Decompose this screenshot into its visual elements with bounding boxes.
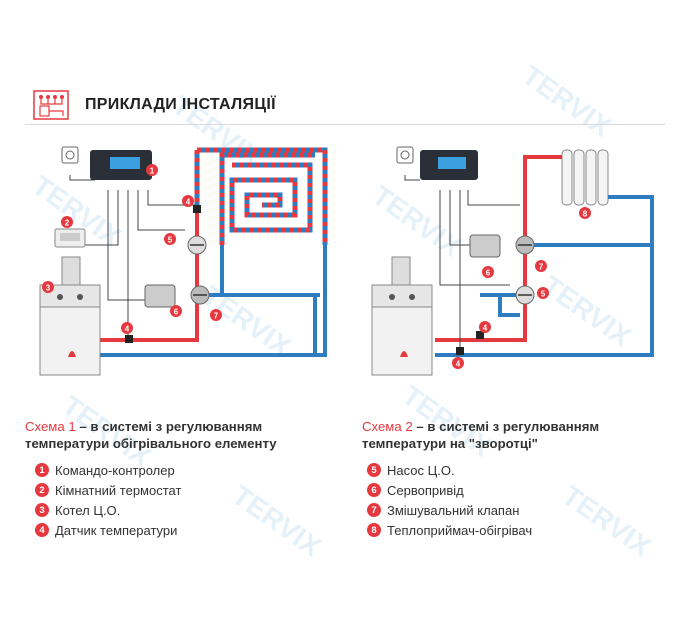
marker-8-label: 8 — [583, 210, 588, 219]
marker-4-top: 4 — [182, 195, 194, 207]
legend-number: 8 — [367, 523, 381, 537]
boiler — [371, 256, 433, 376]
temperature-sensor — [476, 331, 484, 339]
scheme-1-caption: Схема 1 – в системі з регулюванням темпе… — [25, 418, 277, 452]
marker-1-label: 1 — [150, 167, 155, 176]
circulation-pump — [187, 235, 207, 255]
marker-7: 7 — [210, 309, 222, 321]
scheme-1-caption-line2: температури обігрівального елементу — [25, 436, 277, 451]
legend-item: 2 Кімнатний термостат — [35, 480, 181, 500]
power-socket — [61, 146, 79, 164]
scheme-1-caption-line1: Схема 1 – в системі з регулюванням — [25, 418, 277, 435]
scheme-2-title: Схема 2 — [362, 419, 413, 434]
servo-drive — [469, 234, 501, 258]
mixing-valve — [190, 285, 210, 305]
legend-label: Змішувальний клапан — [387, 502, 520, 518]
legend-item: 8 Теплоприймач-обігрівач — [367, 520, 532, 540]
marker-5: 5 — [537, 287, 549, 299]
legend-number: 5 — [367, 463, 381, 477]
marker-4-label: 4 — [186, 198, 191, 207]
legend-label: Котел Ц.О. — [55, 502, 121, 518]
scheme-2-diagram: 4 4 5 6 7 8 — [371, 146, 654, 376]
legend-item: 4 Датчик температури — [35, 520, 181, 540]
legend-label: Командо-контролер — [55, 462, 175, 478]
marker-5-label: 5 — [168, 236, 173, 245]
legend-item: 1 Командо-контролер — [35, 460, 181, 480]
marker-7: 7 — [535, 260, 547, 272]
section-header: ПРИКЛАДИ ІНСТАЛЯЦІЇ — [25, 90, 665, 125]
scheme-2-caption-line2: температури на "зворотці" — [362, 436, 538, 451]
mixing-valve — [515, 235, 535, 255]
legend-label: Теплоприймач-обігрівач — [387, 522, 533, 538]
marker-2: 2 — [61, 216, 73, 228]
temperature-sensor — [193, 205, 201, 213]
scheme-2-caption: Схема 2 – в системі з регулюванням темпе… — [362, 418, 599, 452]
legend-number: 1 — [35, 463, 49, 477]
marker-7-label: 7 — [539, 263, 544, 272]
marker-8: 8 — [579, 207, 591, 219]
marker-1: 1 — [146, 164, 158, 176]
legend-item: 3 Котел Ц.О. — [35, 500, 181, 520]
marker-4-bottom: 4 — [452, 357, 464, 369]
legend-number: 4 — [35, 523, 49, 537]
marker-6-label: 6 — [486, 269, 491, 278]
marker-6: 6 — [482, 266, 494, 278]
servo-drive — [144, 284, 176, 308]
marker-5-label: 5 — [541, 290, 546, 299]
scheme-2-caption-line1: Схема 2 – в системі з регулюванням — [362, 418, 599, 435]
legend-label: Насос Ц.О. — [387, 462, 455, 478]
legend-number: 2 — [35, 483, 49, 497]
temperature-sensor — [456, 347, 464, 355]
marker-5: 5 — [164, 233, 176, 245]
marker-4-label: 4 — [483, 324, 488, 333]
underfloor-heating-loop — [194, 147, 328, 245]
installation-scheme-icon — [33, 90, 69, 120]
radiator — [561, 149, 609, 206]
legend-label: Кімнатний термостат — [55, 482, 182, 498]
command-controller — [420, 150, 478, 180]
marker-4-label: 4 — [125, 325, 130, 334]
supply-return-pipes — [435, 155, 654, 357]
marker-4-bottom: 4 — [121, 322, 133, 334]
legend-number: 7 — [367, 503, 381, 517]
command-controller — [90, 150, 152, 180]
marker-6: 6 — [170, 305, 182, 317]
temperature-sensor — [125, 335, 133, 343]
scheme-1-diagram: 1 2 3 4 4 5 6 7 — [39, 146, 328, 376]
scheme-2-title-rest: – в системі з регулюванням — [412, 419, 600, 434]
watermark-text: TERVIX — [557, 480, 657, 563]
marker-3-label: 3 — [46, 284, 51, 293]
marker-4-top: 4 — [479, 321, 491, 333]
page-title: ПРИКЛАДИ ІНСТАЛЯЦІЇ — [85, 96, 276, 113]
marker-3: 3 — [42, 281, 54, 293]
legend-label: Датчик температури — [55, 522, 178, 538]
marker-7-label: 7 — [214, 312, 219, 321]
marker-2-label: 2 — [65, 219, 70, 228]
legend-item: 6 Сервопривід — [367, 480, 532, 500]
legend-number: 6 — [367, 483, 381, 497]
scheme-1-title-rest: – в системі з регулюванням — [75, 419, 263, 434]
legend-item: 5 Насос Ц.О. — [367, 460, 532, 480]
marker-6-label: 6 — [174, 308, 179, 317]
room-thermostat — [54, 228, 86, 248]
legend-label: Сервопривід — [387, 482, 464, 498]
scheme-1-title: Схема 1 — [25, 419, 76, 434]
marker-4-label: 4 — [456, 360, 461, 369]
legend-item: 7 Змішувальний клапан — [367, 500, 532, 520]
legend-right: 5 Насос Ц.О. 6 Сервопривід 7 Змішувальний к… — [367, 460, 532, 540]
power-socket — [396, 146, 414, 164]
circulation-pump — [515, 285, 535, 305]
watermark-text: TERVIX — [227, 480, 327, 563]
boiler — [39, 256, 101, 376]
legend-number: 3 — [35, 503, 49, 517]
